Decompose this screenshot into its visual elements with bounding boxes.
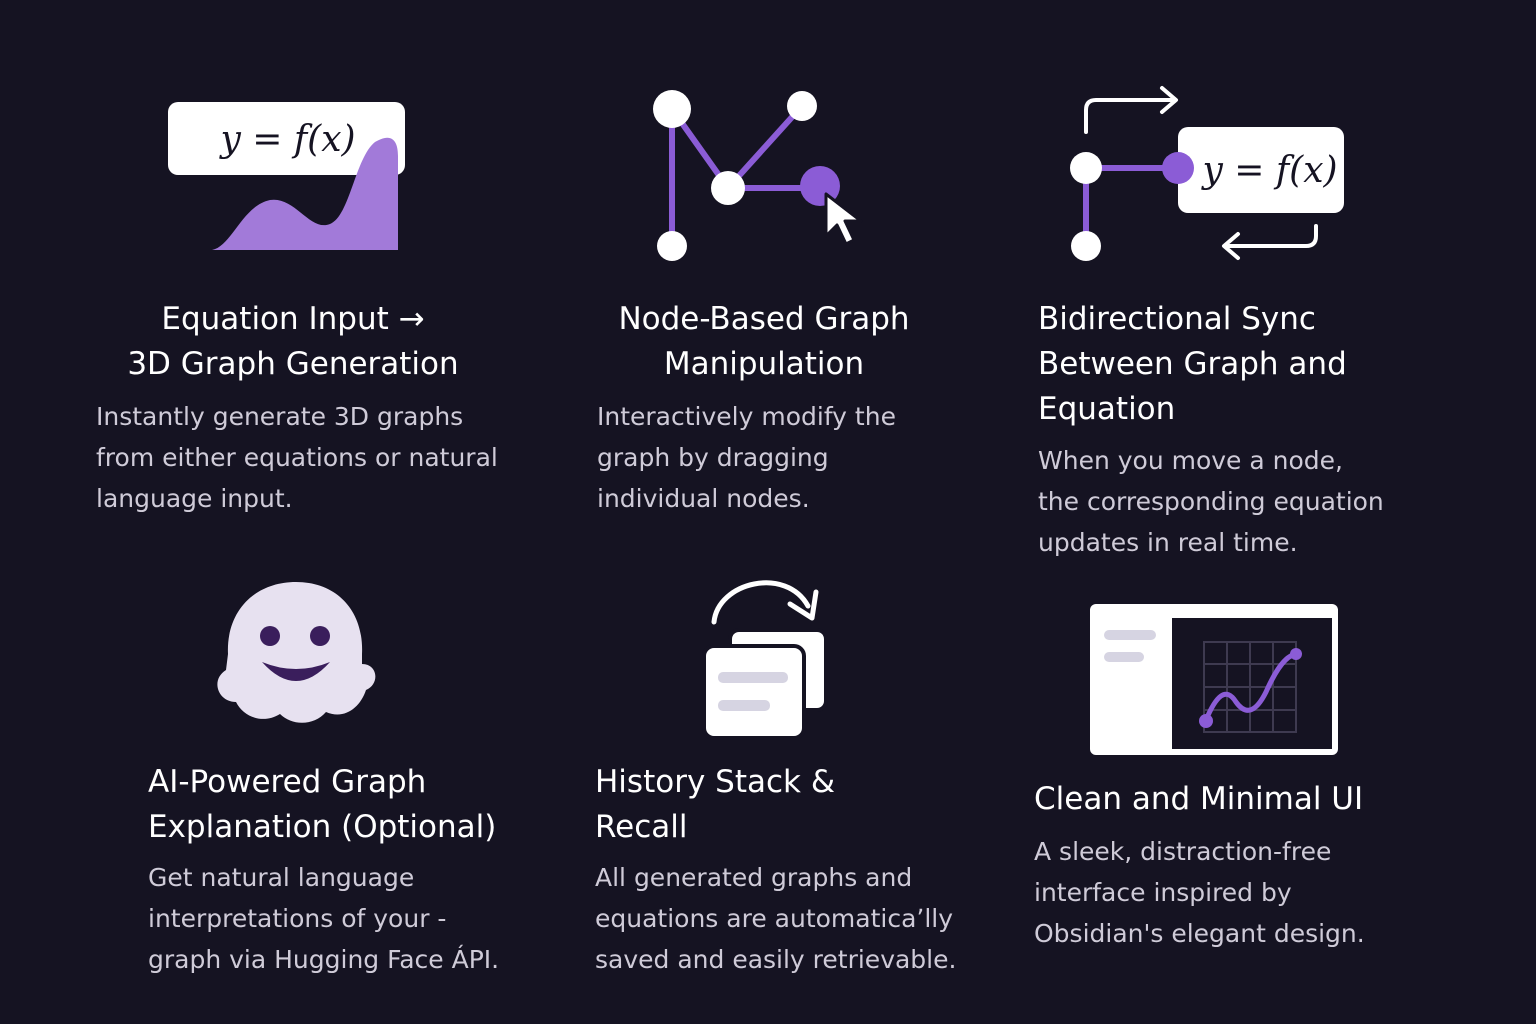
feature-title: History Stack &Recall bbox=[595, 764, 835, 845]
sync-icon: y = f(x) bbox=[1070, 86, 1344, 261]
history-stack-icon bbox=[702, 580, 828, 740]
feature-title: Clean and Minimal UI bbox=[1034, 781, 1364, 817]
equation-graph-icon: y = f(x) bbox=[168, 102, 405, 250]
hugging-face-icon bbox=[217, 582, 376, 723]
equation-text: y = f(x) bbox=[1200, 150, 1337, 191]
minimal-ui-icon bbox=[1090, 604, 1338, 755]
refresh-arrow-icon bbox=[711, 580, 811, 625]
feature-description: When you move a node,the corresponding e… bbox=[1038, 446, 1384, 557]
cursor-icon bbox=[824, 192, 863, 246]
node-graph-icon bbox=[653, 90, 863, 261]
equation-text: y = f(x) bbox=[218, 119, 355, 160]
feature-title: Equation Input →3D Graph Generation bbox=[127, 301, 459, 382]
